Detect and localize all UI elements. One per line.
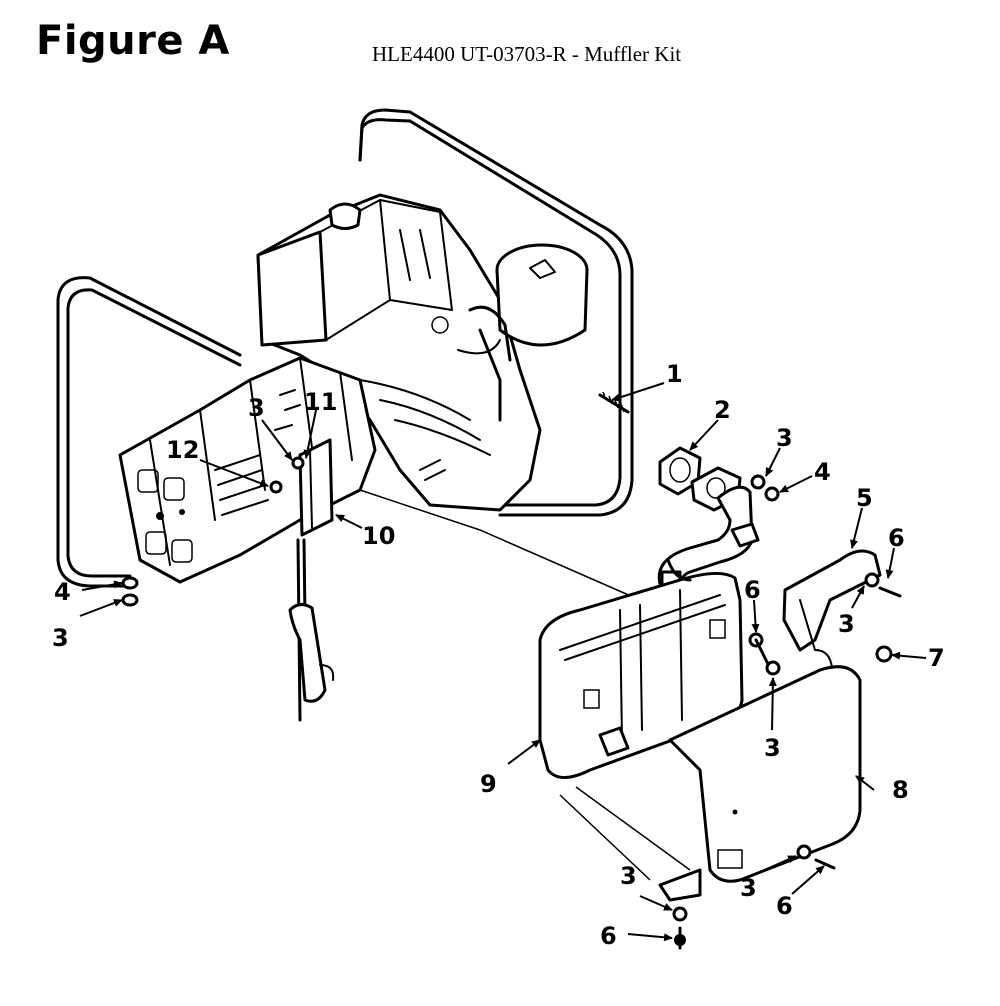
callout-numbers: 1 2 3 4 5 6 3 7 11 3 12 10 4 3 6 3 3 9 8… <box>52 360 945 950</box>
leader-lines <box>79 382 927 942</box>
callout-8: 8 <box>892 776 909 804</box>
callout-3: 3 <box>740 874 757 902</box>
callout-1: 1 <box>666 360 683 388</box>
callout-12: 12 <box>166 436 199 464</box>
callout-10: 10 <box>362 522 395 550</box>
diagram-title: HLE4400 UT-03703-R - Muffler Kit <box>372 42 682 66</box>
callout-2: 2 <box>714 396 731 424</box>
callout-3: 3 <box>838 610 855 638</box>
part-8-heat-shield <box>559 649 862 902</box>
bracket-and-tailpipe <box>288 438 641 722</box>
frame-tube <box>56 108 634 588</box>
callout-7: 7 <box>928 644 945 672</box>
part-9-muffler <box>538 558 744 779</box>
callout-3: 3 <box>764 734 781 762</box>
callout-6: 6 <box>776 892 793 920</box>
part-1-stud <box>598 391 630 414</box>
callout-6: 6 <box>744 576 761 604</box>
callout-3: 3 <box>620 862 637 890</box>
callout-4: 4 <box>814 458 831 486</box>
callout-6: 6 <box>600 922 617 950</box>
hardware <box>121 456 902 950</box>
callout-6: 6 <box>888 524 905 552</box>
callout-3: 3 <box>776 424 793 452</box>
callout-9: 9 <box>480 770 497 798</box>
exhaust-pipe <box>657 466 760 592</box>
callout-3: 3 <box>248 394 265 422</box>
callout-3: 3 <box>52 624 69 652</box>
engine <box>256 193 589 512</box>
callout-11: 11 <box>304 388 337 416</box>
generator <box>118 356 377 584</box>
callout-5: 5 <box>856 484 873 512</box>
part-5-tailpipe <box>782 549 882 652</box>
figure-label: Figure A <box>36 18 230 64</box>
callout-4: 4 <box>54 578 71 606</box>
